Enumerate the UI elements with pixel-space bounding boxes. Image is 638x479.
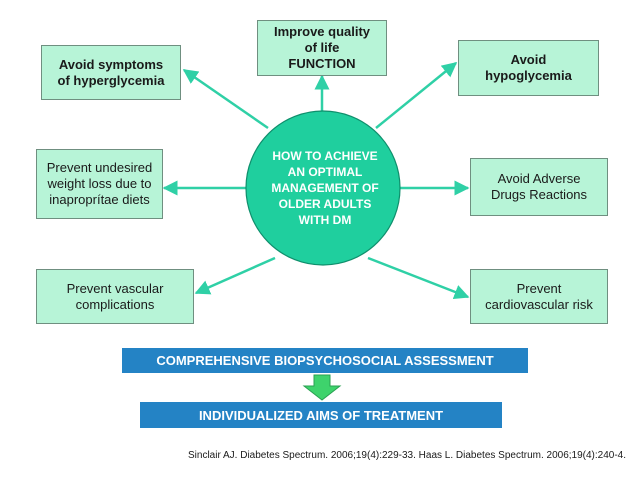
- box-line: Prevent vascular: [66, 280, 164, 296]
- center-ellipse: [245, 110, 401, 266]
- box-hyperglycemia: Avoid symptoms of hyperglycemia: [41, 45, 181, 100]
- box-line: Avoid Adverse: [497, 171, 581, 186]
- box-line: complications: [75, 296, 155, 312]
- aims-banner: INDIVIDUALIZED AIMS OF TREATMENT: [140, 402, 502, 428]
- center-line: MANAGEMENT OF: [271, 181, 379, 195]
- arrow-to-cardiovascular: [367, 256, 470, 300]
- box-line: FUNCTION: [288, 56, 356, 71]
- center-line: HOW TO ACHIEVE: [272, 149, 378, 163]
- box-vascular: Prevent vascular complications: [36, 269, 194, 324]
- box-line: inaproprítae diets: [49, 192, 150, 207]
- down-arrow: [302, 374, 342, 401]
- box-line: Drugs Reactions: [490, 187, 588, 202]
- box-line: of life: [304, 40, 340, 55]
- box-line: Prevent undesired: [46, 160, 153, 175]
- box-hypoglycemia: Avoid hypoglycemia: [458, 40, 599, 96]
- citation-text: Sinclair AJ. Diabetes Spectrum. 2006;19(…: [188, 450, 627, 461]
- box-line: cardiovascular risk: [485, 296, 593, 312]
- center-title: HOW TO ACHIEVE AN OPTIMAL MANAGEMENT OF …: [250, 148, 400, 228]
- box-line: Avoid symptoms: [58, 56, 164, 72]
- arrow-to-vascular: [194, 256, 276, 295]
- center-line: WITH DM: [298, 213, 352, 227]
- center-line: OLDER ADULTS: [278, 197, 372, 211]
- arrow-to-hypoglycemia: [375, 62, 458, 129]
- assessment-banner: COMPREHENSIVE BIOPSYCHOSOCIAL ASSESSMENT: [122, 348, 528, 373]
- box-cardiovascular: Prevent cardiovascular risk: [470, 269, 608, 324]
- box-adverse-drugs: Avoid Adverse Drugs Reactions: [470, 158, 608, 216]
- center-line: AN OPTIMAL: [287, 165, 363, 179]
- box-line: weight loss due to: [47, 176, 152, 191]
- box-line: Improve quality: [273, 24, 371, 39]
- arrow-to-hyperglycemia: [182, 68, 269, 130]
- box-line: Prevent: [516, 280, 562, 296]
- box-line: Avoid: [510, 52, 547, 67]
- box-weight-loss: Prevent undesired weight loss due to ina…: [36, 149, 163, 219]
- box-quality-of-life: Improve quality of life FUNCTION: [257, 20, 387, 76]
- box-line: hypoglycemia: [485, 68, 572, 83]
- box-line: of hyperglycemia: [57, 72, 165, 88]
